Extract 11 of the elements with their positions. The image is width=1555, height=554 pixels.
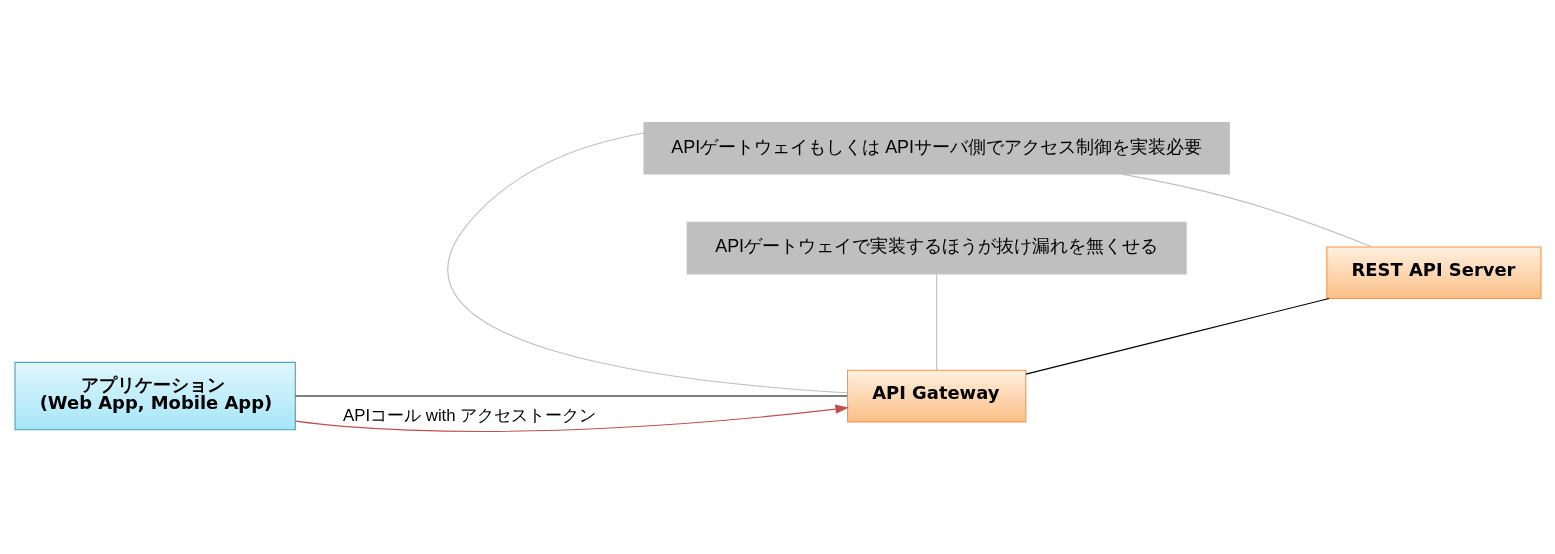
node-box: アプリケーション (Web App, Mobile App) (13, 361, 296, 431)
connector (1024, 298, 1330, 375)
connector (1120, 173, 1372, 248)
node-box: API Gateway (846, 369, 1026, 423)
connector (447, 132, 848, 394)
node-box: APIゲートウェイで実装するほうが抜け漏れを無くせる (686, 221, 1187, 275)
arrow (294, 404, 849, 432)
node-box: APIゲートウェイもしくは APIサーバ側でアクセス制御を実装必要 (642, 121, 1230, 175)
connector (935, 273, 937, 371)
edge-label: APIコール with アクセストークン (342, 405, 596, 425)
node-box: REST API Server (1325, 246, 1542, 300)
